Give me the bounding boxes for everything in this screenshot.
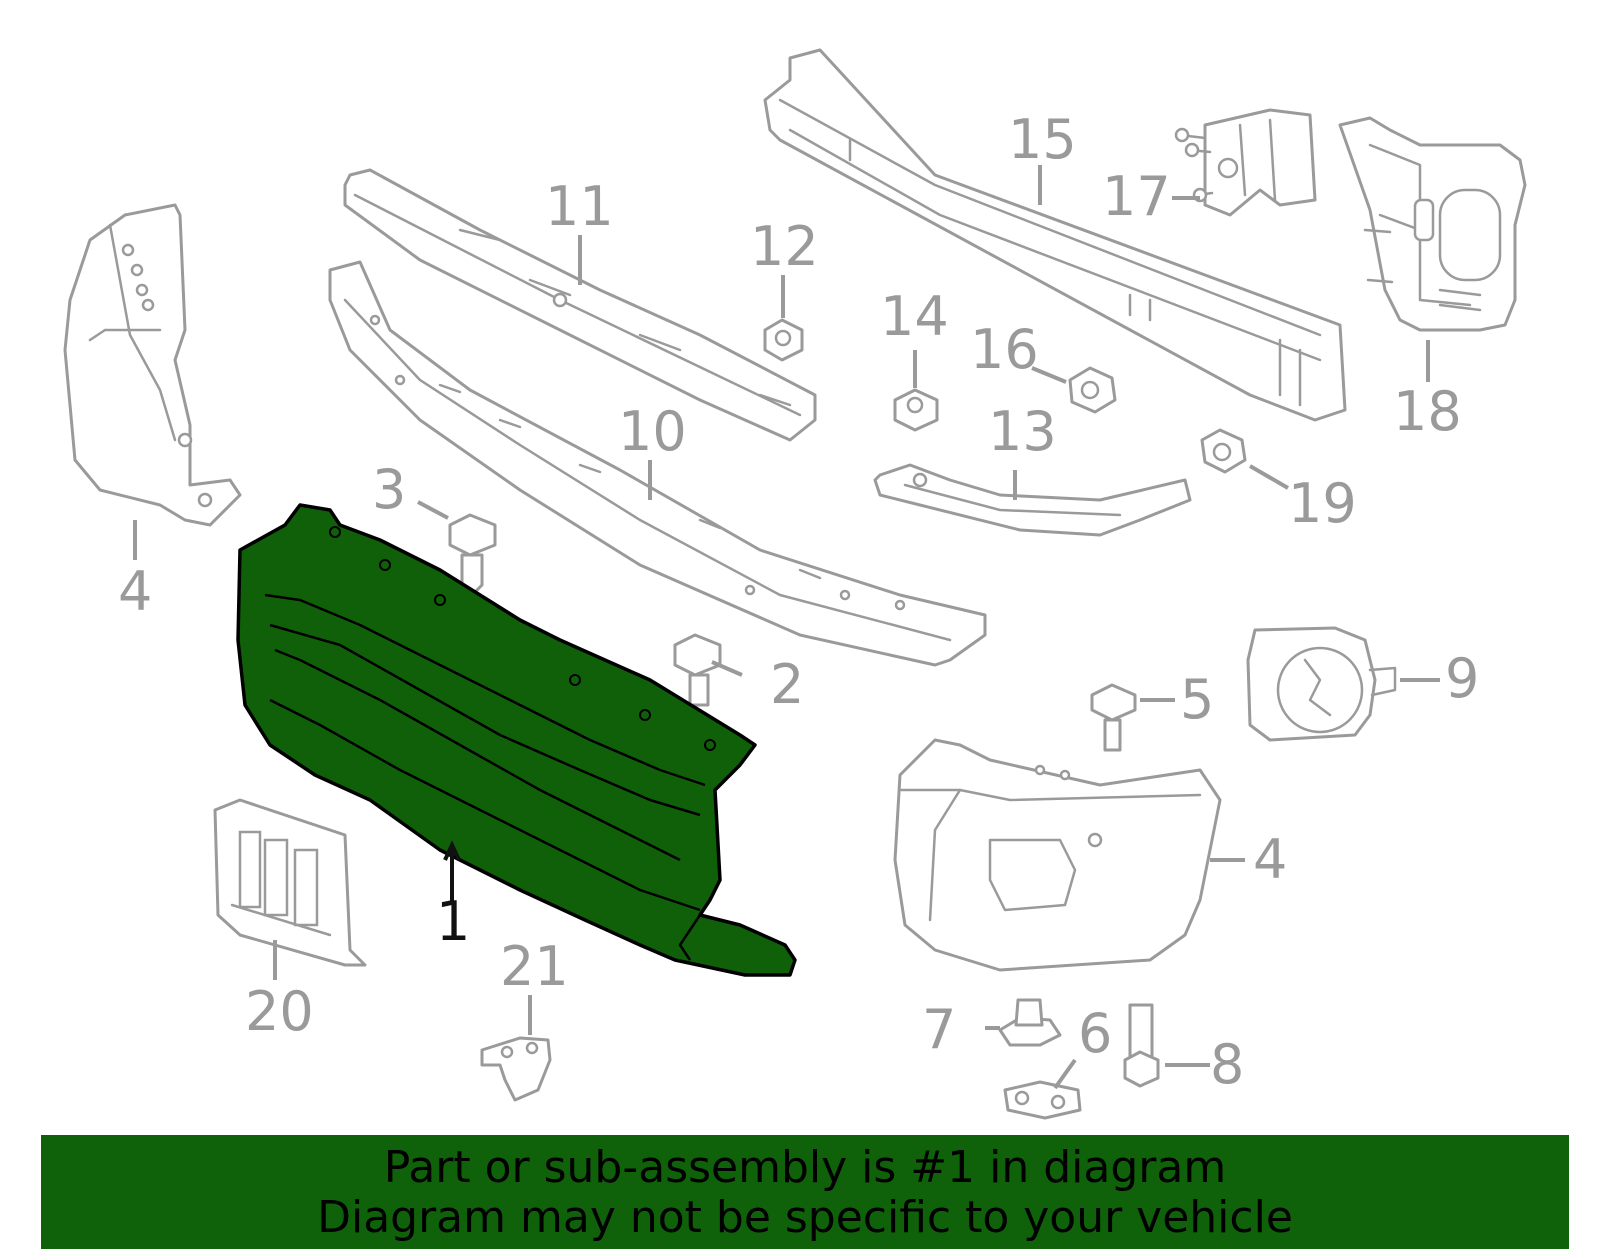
part-18-side-bracket (1338, 116, 1527, 332)
part-15-reinforcement (763, 48, 1347, 422)
banner-line-1: Part or sub-assembly is #1 in diagram (383, 1142, 1227, 1193)
part-6-washer (1003, 1080, 1082, 1120)
leader-lines (133, 165, 1440, 1090)
callout-labels: 1 2 3 4 4 5 6 7 8 9 10 11 12 13 14 15 16… (118, 108, 1479, 1096)
callout-1: 1 (436, 890, 470, 953)
part-5-bolt (1090, 683, 1137, 752)
callout-16: 16 (970, 318, 1039, 381)
part-11-upper-bar (343, 168, 817, 442)
part-13-bracket (873, 463, 1192, 537)
callout-11: 11 (545, 175, 614, 238)
callout-7: 7 (922, 998, 956, 1061)
callout-15: 15 (1008, 108, 1077, 171)
callout-14: 14 (880, 285, 949, 348)
callout-4-left: 4 (118, 560, 152, 623)
callout-5: 5 (1180, 668, 1214, 731)
part-12-nut (763, 318, 804, 362)
callout-9: 9 (1445, 647, 1479, 710)
info-banner: Part or sub-assembly is #1 in diagram Di… (41, 1135, 1569, 1249)
part-3-bolt (448, 513, 497, 597)
part-7-clip (998, 998, 1062, 1047)
callout-20: 20 (245, 980, 314, 1043)
part-9-fog-bezel (1246, 626, 1397, 742)
part-1-highlighted (236, 503, 797, 977)
callout-19: 19 (1288, 472, 1357, 535)
callout-13: 13 (988, 400, 1057, 463)
part-21-clip (480, 1036, 552, 1102)
banner-line-2: Diagram may not be specific to your vehi… (317, 1192, 1293, 1243)
part-20-license-bracket (213, 798, 367, 967)
callout-6: 6 (1078, 1002, 1112, 1065)
parts-diagram: 1 2 3 4 4 5 6 7 8 9 10 11 12 13 14 15 16… (63, 48, 1527, 1120)
part-4-left-bracket (63, 203, 242, 527)
part-2-bolt (673, 633, 722, 707)
callout-10: 10 (618, 400, 687, 463)
part-19-nut (1200, 428, 1247, 474)
part-16-nut (1068, 366, 1117, 414)
callout-18: 18 (1393, 380, 1462, 443)
callout-8: 8 (1210, 1033, 1244, 1096)
part-4-right-bumper-end (893, 738, 1222, 972)
part-8-bolt (1123, 1003, 1160, 1088)
callout-17: 17 (1102, 165, 1171, 228)
callout-2: 2 (770, 653, 804, 716)
part-17-bracket (1174, 108, 1317, 217)
callout-21: 21 (500, 935, 569, 998)
callout-4-right: 4 (1253, 828, 1287, 891)
callout-12: 12 (750, 215, 819, 278)
part-14-nut (893, 388, 939, 432)
part-10-lower-bar (328, 260, 987, 667)
callout-3: 3 (372, 458, 406, 521)
